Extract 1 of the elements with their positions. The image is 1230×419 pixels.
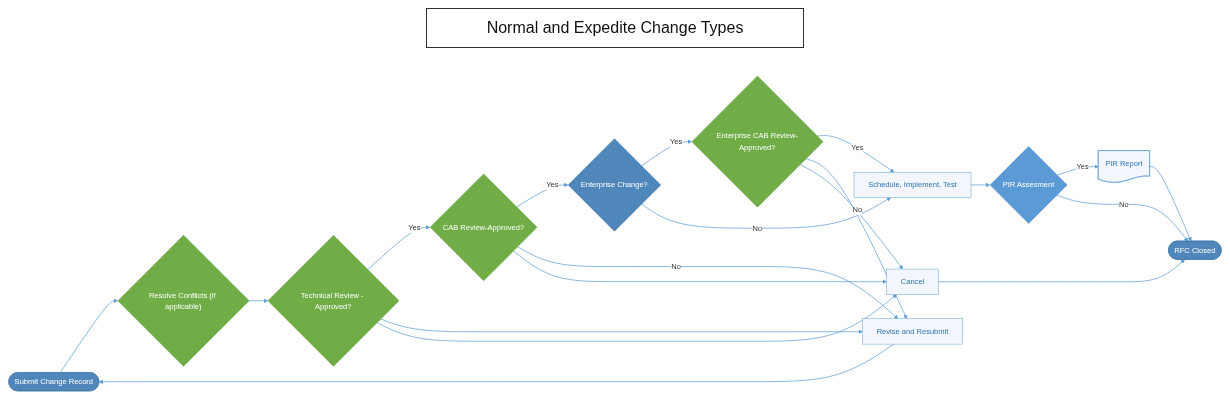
title: Normal and Expedite Change Types xyxy=(425,8,805,48)
